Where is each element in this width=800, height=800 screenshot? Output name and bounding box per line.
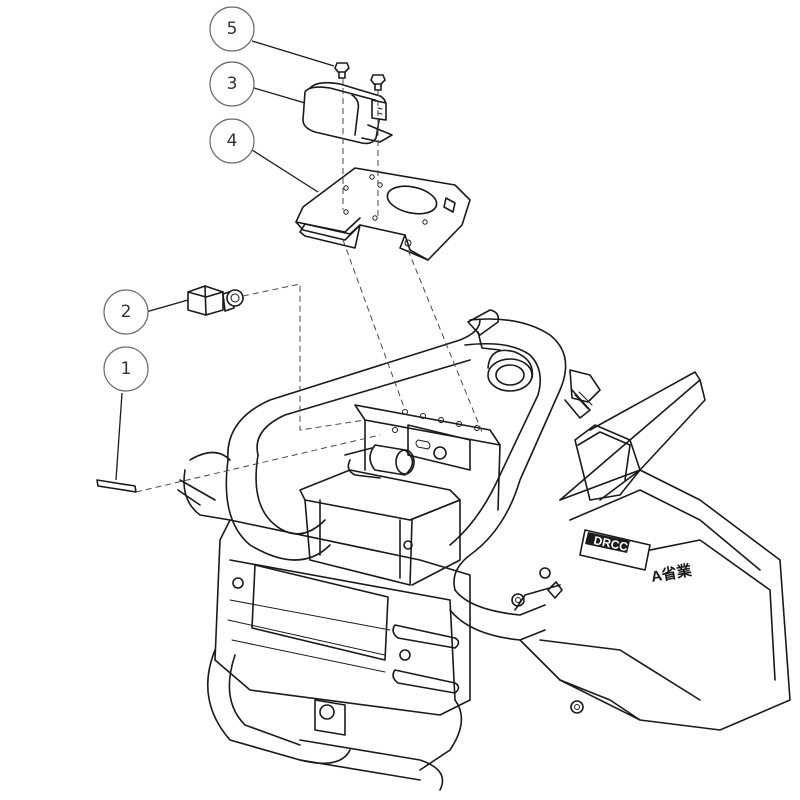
callout-4-label: 4 bbox=[227, 131, 238, 151]
part-4-bracket-plate bbox=[295, 167, 471, 261]
part-1-strip bbox=[96, 479, 137, 493]
alignment-lines bbox=[135, 78, 483, 493]
frame-knob bbox=[467, 309, 534, 392]
license-plate bbox=[251, 564, 389, 661]
brand-lettering: A省業 bbox=[650, 561, 694, 586]
callout-1: 1 bbox=[103, 346, 149, 481]
machine-body: DRCC A省業 bbox=[519, 369, 791, 731]
callout-5: 5 bbox=[209, 6, 335, 67]
part-2-switch bbox=[187, 285, 244, 316]
callout-2: 2 bbox=[103, 289, 189, 335]
front-bumper bbox=[177, 451, 471, 791]
mount-bracket-assembly bbox=[299, 404, 501, 586]
part-3-work-light bbox=[302, 81, 393, 145]
callout-3: 3 bbox=[209, 61, 306, 107]
logo-decal: DRCC bbox=[579, 529, 651, 571]
guard-frame bbox=[225, 318, 567, 641]
callout-1-label: 1 bbox=[121, 359, 132, 379]
part-5-bolts bbox=[334, 62, 386, 91]
callout-2-label: 2 bbox=[121, 302, 132, 322]
callout-5-label: 5 bbox=[227, 19, 238, 39]
callout-3-label: 3 bbox=[227, 74, 238, 94]
callout-4: 4 bbox=[209, 118, 319, 193]
